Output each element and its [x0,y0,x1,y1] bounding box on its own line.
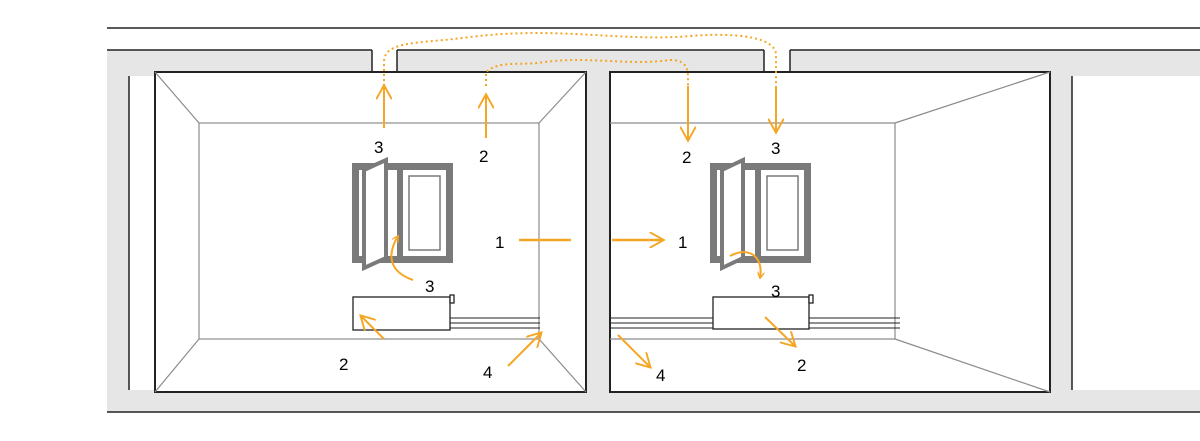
label-right-ceiling-supply: 2 [682,148,691,167]
exhaust-duct-path [383,32,777,86]
radiator-arrow-right [764,316,795,346]
label-right-radiator: 2 [797,356,806,375]
window-vent-arrow-left [390,236,414,281]
floor-duct-arrow-right [617,334,650,367]
label-left-radiator: 2 [339,355,348,374]
label-right-ceiling-exhaust: 3 [771,139,780,158]
radiator-arrow-left [361,316,385,340]
radiator-left [352,294,455,331]
labels: 3 2 1 3 2 4 2 3 1 3 2 4 [339,138,806,385]
floor-duct-left [450,317,540,329]
window-right [710,156,811,272]
right-room-outline [609,71,1051,393]
label-left-ceiling-exhaust: 3 [374,138,383,157]
airflow-arrows [361,32,795,367]
window-vent-arrow-right [729,251,761,278]
label-left-door-transfer: 1 [495,233,504,252]
label-right-floor-duct: 4 [656,366,665,385]
partition-wall [586,76,610,390]
left-outer-wall [107,76,129,390]
label-right-window-vent: 3 [771,282,780,301]
radiator-right [712,294,814,330]
right-room [609,71,1051,393]
window-left [352,156,453,272]
label-left-ceiling-supply: 2 [479,147,488,166]
label-left-window-vent: 3 [425,277,434,296]
window-sash-open-right [720,156,745,272]
label-right-door-transfer: 1 [678,233,687,252]
window-sash-open-left [362,156,388,272]
label-left-floor-duct: 4 [483,363,492,382]
right-outer-wall [1050,76,1072,390]
floor-duct-right [610,317,900,329]
floor-slab [107,390,1200,412]
floor-duct-arrow-left [507,333,541,367]
